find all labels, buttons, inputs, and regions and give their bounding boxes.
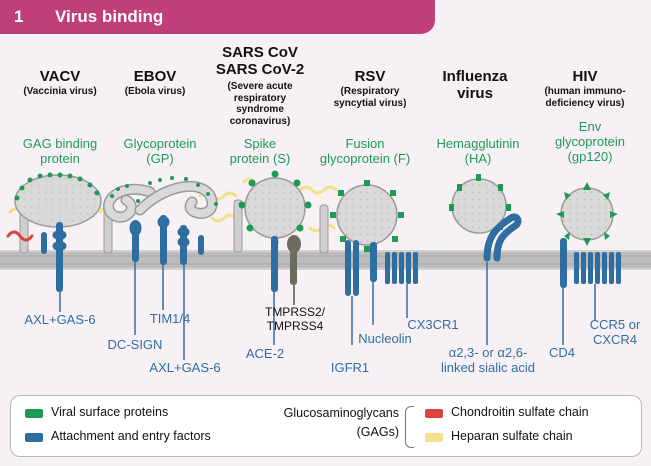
hiv-receptors [560, 238, 621, 345]
viral-protein-influenza: Hemagglutinin (HA) [436, 136, 520, 166]
receptor-label-dc-sign: DC-SIGN [107, 337, 163, 352]
virus-name-vacv: VACV [39, 68, 81, 85]
legend-label-viral: Viral surface proteins [51, 405, 169, 419]
virus-name-influenza: Influenza virus [442, 68, 508, 103]
legend-swatch-viral [25, 409, 43, 418]
receptor-label-igfr1: IGFR1 [330, 360, 370, 375]
receptor-label-sialic-acid: α2,3- or α2,6- linked sialic acid [441, 345, 535, 375]
receptor-label-nucleolin: Nucleolin [358, 331, 412, 346]
virus-sub-vacv: (Vaccinia virus) [23, 86, 97, 97]
virus-name-rsv: RSV [354, 68, 386, 85]
viral-protein-ebov: Glycoprotein (GP) [123, 136, 197, 166]
viral-protein-rsv: Fusion glycoprotein (F) [319, 136, 411, 166]
vacv-virion [14, 172, 102, 228]
receptor-label-vacv-axl: AXL+GAS-6 [24, 312, 96, 327]
virus-sub-hiv: (human immuno- deficiency virus) [544, 86, 626, 109]
legend-swatch-chondroitin [425, 409, 443, 418]
viral-protein-sars: Spike protein (S) [229, 136, 291, 166]
receptor-label-ccr5-cxcr4: CCR5 or CXCR4 [589, 317, 641, 347]
virus-sub-ebov: (Ebola virus) [124, 86, 186, 97]
receptor-label-ebov-axl: AXL+GAS-6 [149, 360, 221, 375]
virus-sub-rsv: (Respiratory syncytial virus) [333, 86, 407, 109]
section-title: Virus binding [55, 7, 164, 26]
legend-label-gags: Glucosaminoglycans (GAGs) [283, 406, 399, 439]
section-number: 1 [14, 7, 24, 26]
receptor-label-cx3cr1: CX3CR1 [407, 317, 459, 332]
chondroitin-sulfate-chain [6, 230, 34, 242]
ebov-receptors [129, 215, 204, 360]
vacv-axl-gas6-receptor [41, 222, 67, 312]
legend-label-chondroitin: Chondroitin sulfate chain [451, 405, 589, 419]
hiv-virion [556, 182, 618, 246]
legend-brace [405, 406, 414, 448]
tmprss-protease [287, 235, 301, 305]
legend-swatch-heparan [425, 433, 443, 442]
ace2-receptor [271, 236, 278, 345]
sialic-acid-receptor [483, 213, 522, 345]
influenza-virion [449, 174, 511, 234]
legend-label-heparan: Heparan sulfate chain [451, 429, 573, 443]
rsv-receptors [345, 240, 418, 345]
virus-sub-sars: (Severe acute respiratory syndrome coron… [227, 81, 293, 127]
legend-label-attach: Attachment and entry factors [51, 429, 211, 443]
receptor-label-ace2: ACE-2 [245, 346, 285, 361]
viral-protein-hiv: Env glycoprotein (gp120) [554, 119, 626, 164]
receptor-label-tmprss: TMPRSS2/ TMPRSS4 [264, 305, 325, 333]
virus-name-sars: SARS CoV SARS CoV-2 [215, 44, 305, 79]
receptor-label-tim: TIM1/4 [149, 311, 191, 326]
legend-swatch-attach [25, 433, 43, 442]
rsv-virion [330, 180, 404, 252]
ebov-filament [103, 176, 218, 223]
legend: Viral surface proteins Attachment and en… [10, 395, 642, 457]
receptor-label-cd4: CD4 [548, 345, 575, 360]
virus-name-hiv: HIV [572, 68, 598, 85]
sars-cov-virion [238, 170, 312, 246]
viral-protein-vacv: GAG binding protein [22, 136, 98, 166]
section-header: 1 Virus binding [0, 0, 435, 34]
virus-name-ebov: EBOV [133, 68, 177, 85]
